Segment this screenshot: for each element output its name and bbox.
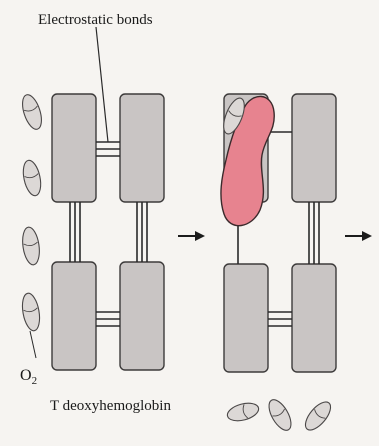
oxygen-molecule-icon bbox=[20, 292, 42, 332]
effector-bound-tetramer bbox=[219, 94, 336, 372]
subunit-bottom-right bbox=[120, 262, 164, 370]
oxygen-molecule-icon bbox=[265, 396, 296, 433]
oxygen-molecule-icon bbox=[225, 400, 260, 424]
bond-bottom-horizontal bbox=[96, 312, 120, 326]
bond-label-pointer bbox=[96, 27, 108, 142]
right-arrow-icon bbox=[178, 231, 205, 241]
oxygen-molecule-icon bbox=[19, 92, 45, 131]
subunit-bottom-left bbox=[52, 262, 96, 370]
oxygen-molecule-icon bbox=[20, 226, 41, 266]
t-state-tetramer bbox=[52, 94, 164, 370]
right-arrow-icon bbox=[345, 231, 372, 241]
electrostatic-bonds-label: Electrostatic bonds bbox=[38, 12, 153, 28]
o2-label: O2 bbox=[20, 367, 37, 387]
subunit-bottom-left bbox=[224, 264, 268, 372]
o2-label-pointer bbox=[30, 331, 36, 358]
bond-top-horizontal bbox=[96, 142, 120, 156]
subunit-bottom-right bbox=[292, 264, 336, 372]
subunit-top-right bbox=[292, 94, 336, 202]
oxygen-molecule-icon bbox=[20, 159, 43, 198]
bond-right-vertical bbox=[309, 202, 319, 264]
bond-bottom-horizontal bbox=[268, 312, 292, 326]
bond-left-vertical bbox=[70, 202, 80, 262]
bond-right-vertical bbox=[137, 202, 147, 262]
o2-label-subscript: 2 bbox=[32, 375, 38, 387]
t-deoxyhemoglobin-label: T deoxyhemoglobin bbox=[50, 398, 171, 414]
subunit-top-left bbox=[52, 94, 96, 202]
subunit-top-right bbox=[120, 94, 164, 202]
oxygen-molecule-icon bbox=[301, 398, 335, 434]
